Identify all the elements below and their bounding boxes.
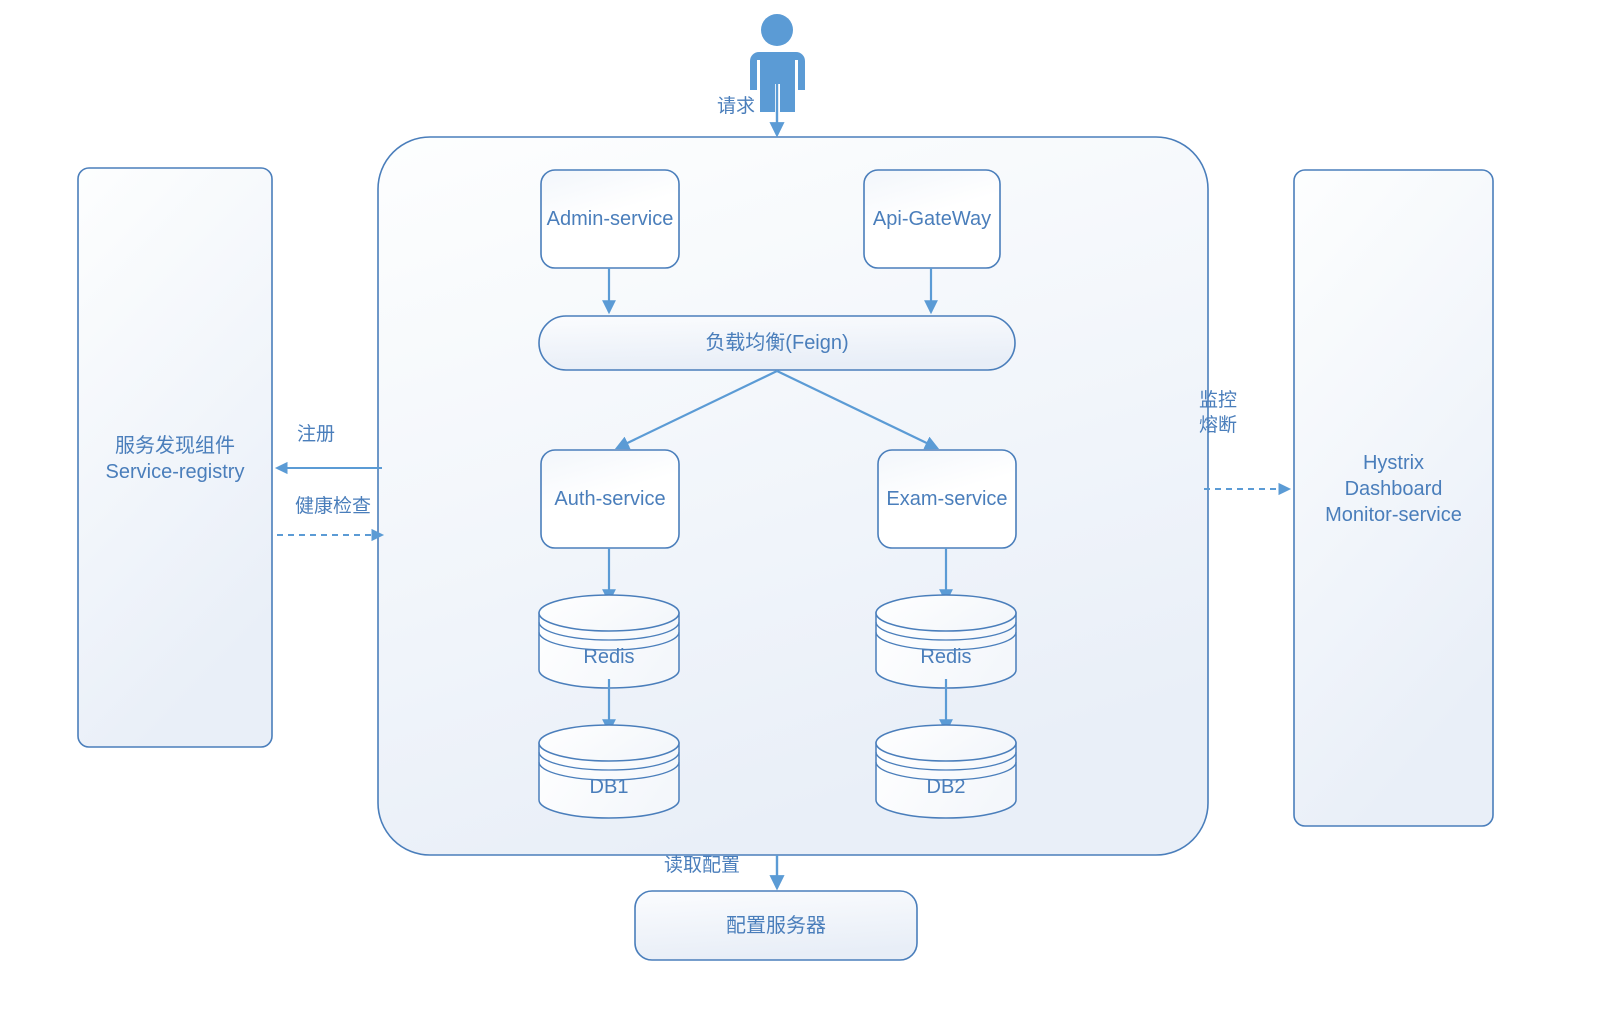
node-db1-label: DB1 [589, 776, 629, 798]
node-redis-left[interactable] [538, 594, 680, 689]
service-registry-panel[interactable] [77, 167, 273, 748]
node-redis-right-label: Redis [920, 646, 972, 668]
service-registry-line1: 服务发现组件 [115, 435, 235, 457]
hystrix-panel-line1: Hystrix [1362, 452, 1425, 474]
node-auth-service-label: Auth-service [554, 488, 666, 510]
node-exam-service-label: Exam-service [886, 488, 1008, 510]
edge-lb-to-auth [614, 370, 778, 450]
node-config-server-label: 配置服务器 [726, 914, 826, 937]
node-db2-label: DB2 [926, 776, 966, 798]
hystrix-monitor-panel[interactable] [1293, 169, 1494, 827]
node-redis-left-label: Redis [583, 646, 635, 668]
node-api-gateway-label: Api-GateWay [872, 208, 992, 230]
hystrix-panel-line3: Monitor-service [1325, 504, 1462, 526]
service-registry-line2: Service-registry [105, 461, 245, 483]
cluster-container [377, 136, 1209, 856]
node-redis-right[interactable] [875, 594, 1017, 689]
node-admin-service-label: Admin-service [546, 208, 674, 230]
node-config-server[interactable] [634, 890, 918, 961]
edge-lb-to-exam [776, 370, 940, 450]
node-db1[interactable] [538, 724, 680, 819]
hystrix-panel-line2: Dashboard [1344, 478, 1443, 500]
node-load-balancer-label: 负载均衡(Feign) [705, 332, 849, 354]
node-load-balancer[interactable] [538, 315, 1016, 371]
node-db2[interactable] [875, 724, 1017, 819]
